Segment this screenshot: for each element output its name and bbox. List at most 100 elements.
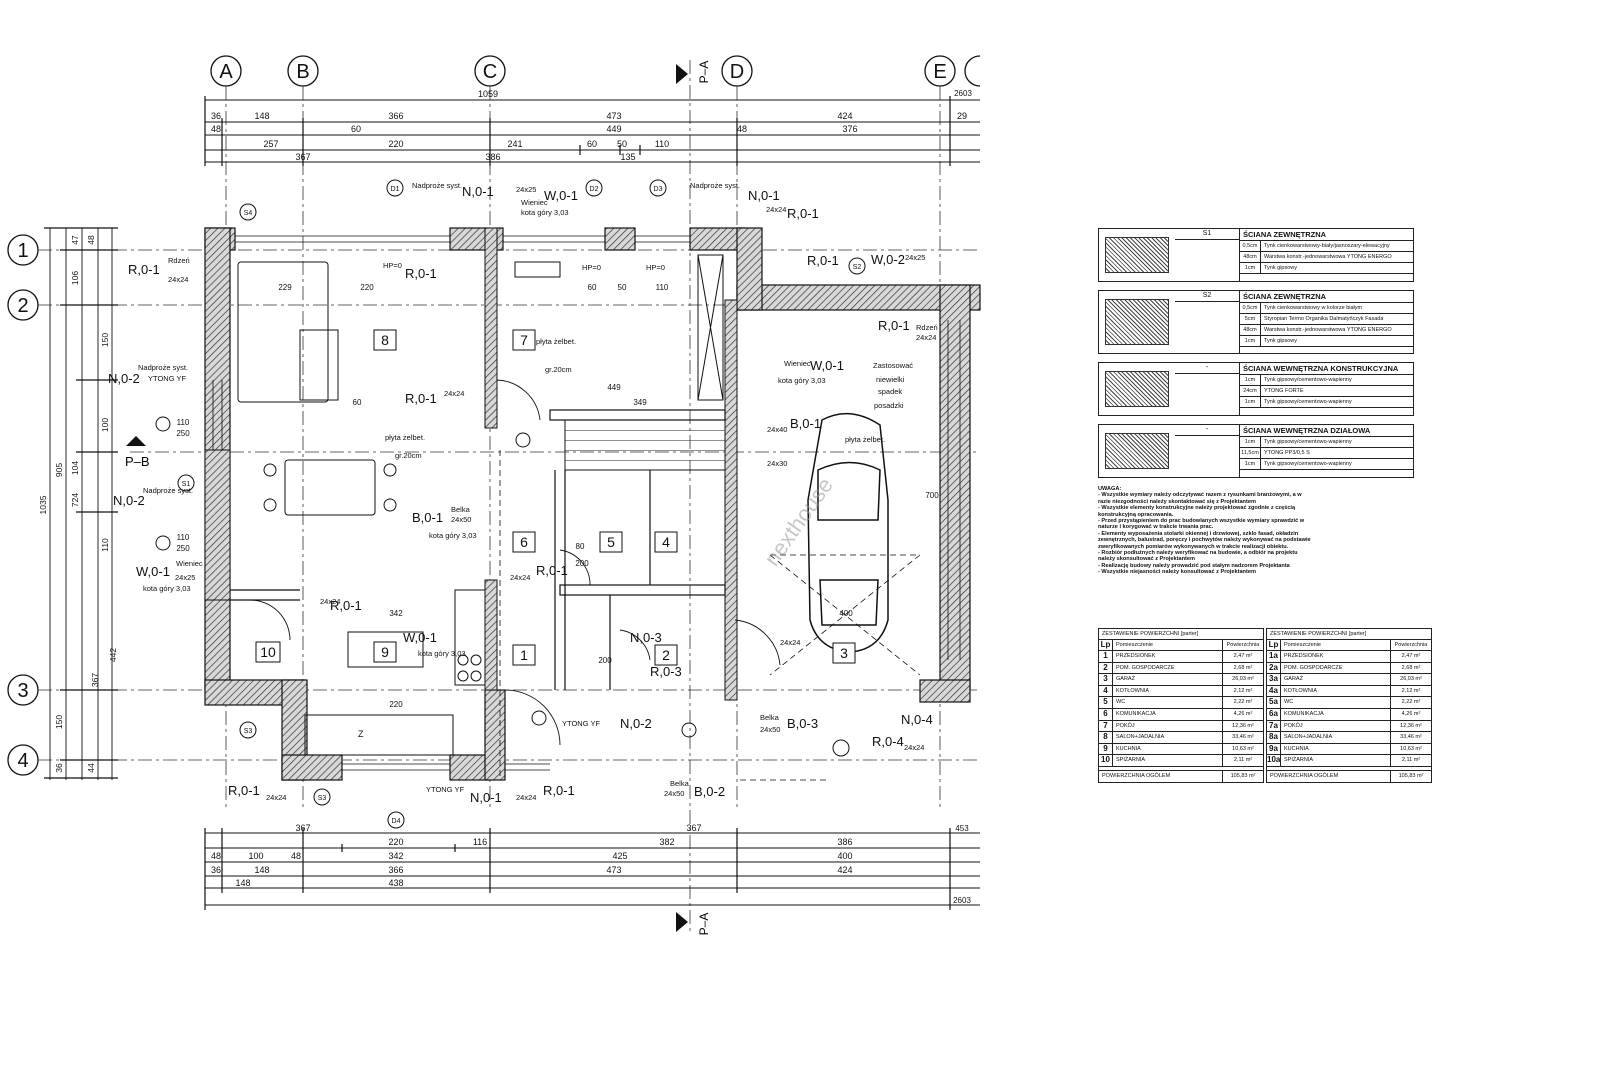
label-plyta: płyta żelbet.	[536, 337, 576, 346]
room-name: POKÓJ	[1113, 720, 1223, 732]
room-name: GARAŻ	[1281, 674, 1391, 685]
left-dimension-lines	[49, 228, 113, 780]
dim-bottom: 48	[211, 851, 221, 861]
dim-bottom: 366	[388, 865, 403, 875]
total-value: 105,83 m²	[1230, 772, 1256, 779]
room-no: 10	[1099, 755, 1113, 766]
legend-code: -	[1175, 363, 1239, 374]
label-size: 24x40	[767, 425, 787, 434]
room-no: 7a	[1267, 720, 1281, 732]
room-area: 26,03 m²	[1232, 676, 1254, 683]
room-name: GARAŻ	[1113, 674, 1223, 685]
label-r01: R,0-1	[330, 598, 362, 613]
dim-bottom: 2603	[953, 896, 971, 905]
room-area: 2,11 m²	[1233, 757, 1253, 764]
dim-bottom: 367	[295, 823, 310, 833]
label-r03: R,0-3	[650, 664, 682, 679]
dim-inner: 349	[633, 398, 647, 407]
garage-door-dash	[499, 450, 921, 781]
label-size: 24x24	[916, 333, 936, 342]
room-no: 4	[1099, 685, 1113, 697]
label-size: 24x24	[904, 743, 924, 752]
label-r01: R,0-1	[807, 253, 839, 268]
layer-description: YTONG FORTE	[1264, 388, 1304, 394]
label-size: 24x24	[168, 275, 188, 284]
dim-inner: 449	[607, 383, 621, 392]
label-w01: W,0-1	[810, 358, 844, 373]
dim-top: 386	[485, 152, 500, 162]
wall-hatch-swatch	[1105, 299, 1169, 345]
label-ytong: YTONG YF	[562, 719, 600, 728]
room-no: 9	[1099, 743, 1113, 755]
dim-top: 60	[351, 124, 361, 134]
label-b01: B,0-1	[412, 510, 443, 525]
room-area: 2,12 m²	[1233, 687, 1253, 694]
dim-left: 724	[70, 493, 80, 507]
dim-bottom: 473	[606, 865, 621, 875]
room-no: 1a	[1267, 651, 1281, 662]
dim-top: 48	[737, 124, 747, 134]
dim-top: 2603	[954, 89, 972, 98]
dim-inner: 220	[360, 283, 374, 292]
dim-left: 44	[86, 763, 96, 773]
layer-description: Tynk cienkowarstwowy-biały/jasnoszary-el…	[1264, 243, 1390, 249]
label-r01: R,0-1	[228, 783, 260, 798]
room-no: 6	[1099, 708, 1113, 720]
label-w01: W,0-1	[403, 630, 437, 645]
label-nadproze: Nadproże syst.	[412, 181, 462, 190]
label-size: 24x24	[320, 597, 340, 606]
layer-description: Tynk cienkowarstwowy w kolorze białym	[1264, 305, 1363, 311]
room-name: WC	[1281, 697, 1391, 708]
window-openings	[212, 235, 961, 771]
label-rdzen: Rdzeń	[168, 256, 190, 265]
legend-title: ŚCIANA ZEWNĘTRZNA	[1240, 291, 1413, 303]
label-hp0: HP=0	[582, 263, 601, 272]
label-r01: R,0-1	[878, 318, 910, 333]
label-r04: R,0-4	[872, 734, 904, 749]
room-name: SALON+JADALNIA	[1113, 732, 1223, 743]
layer-thickness: 1cm	[1240, 375, 1261, 385]
dim-inner: 700	[925, 491, 939, 500]
col-name: Pomieszczenie	[1281, 640, 1391, 650]
layer-description: Tynk gipsowy/cementowo-wapienny	[1264, 439, 1352, 445]
note-line: zewnętrznych, balustrad, poręczy i pochw…	[1098, 537, 1311, 544]
label-zastosowac: Zastosować	[873, 361, 913, 370]
label-n04: N,0-4	[901, 712, 933, 727]
dim-inner: 110	[177, 418, 190, 427]
room-name: WC	[1113, 697, 1223, 708]
legend-code: S2	[1175, 291, 1239, 302]
room-number: 2	[662, 647, 670, 663]
dim-top: 367	[295, 152, 310, 162]
label-nadproze: Nadproże syst.	[690, 181, 740, 190]
grid-axis-e: E	[933, 61, 946, 83]
note-line: - Rozbiór podłużnych należy weryfikować …	[1098, 550, 1298, 557]
label-plyta: gr.20cm	[545, 365, 572, 374]
label-plyta: płyta żelbet.	[385, 433, 425, 442]
label-r01: R,0-1	[405, 266, 437, 281]
label-size: 24x50	[451, 515, 471, 524]
col-no: Lp	[1267, 640, 1281, 650]
total-label: POWIERZCHNIA OGÓLEM	[1267, 770, 1391, 782]
room-area: 2,22 m²	[1401, 699, 1421, 706]
dim-left: 47	[70, 235, 80, 245]
room-number: 3	[840, 645, 848, 661]
label-w02: W,0-2	[871, 252, 905, 267]
room-area: 4,26 m²	[1233, 710, 1253, 717]
dim-top: 50	[617, 139, 627, 149]
room-area: 2,68 m²	[1233, 664, 1253, 671]
room-table-header: ZESTAWIENIE POWIERZCHNI [parter]	[1267, 629, 1431, 640]
